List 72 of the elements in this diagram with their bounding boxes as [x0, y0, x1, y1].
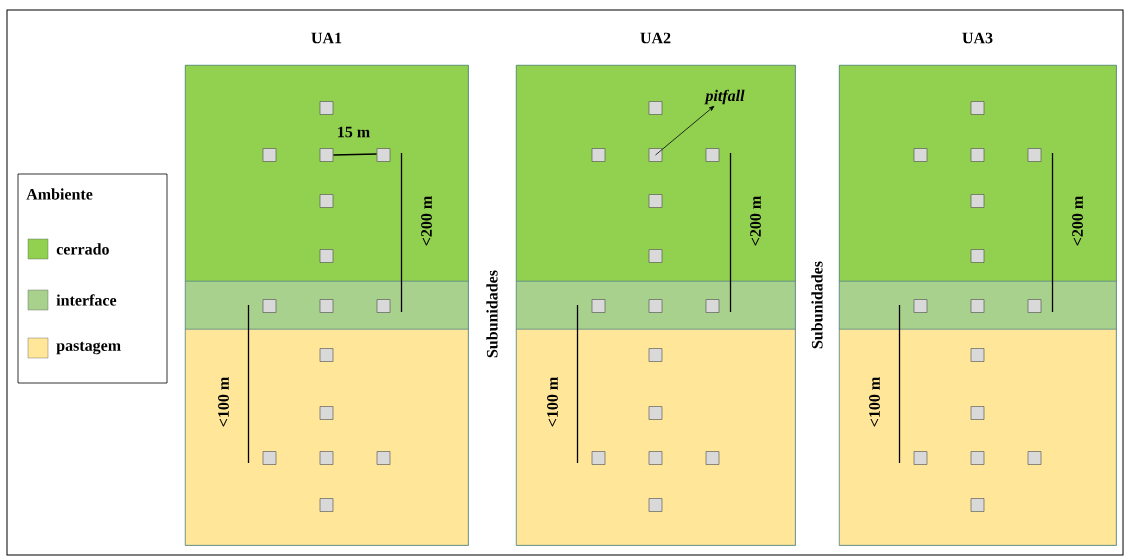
- pitfall-trap: [970, 451, 985, 465]
- pitfall-trap: [648, 299, 663, 313]
- pitfall-trap: [705, 451, 720, 465]
- axis-label: Subunidades: [486, 270, 498, 358]
- habitat-band: [516, 281, 796, 330]
- dimension-label: <200 m: [421, 196, 432, 246]
- pitfall-trap: [376, 148, 391, 162]
- legend-label: cerrado: [56, 243, 109, 255]
- pitfall-trap: [970, 148, 985, 162]
- pitfall-trap: [648, 348, 663, 362]
- habitat-band: [839, 65, 1117, 282]
- pitfall-trap: [1027, 148, 1042, 162]
- habitat-band: [185, 329, 469, 546]
- pitfall-trap: [319, 194, 334, 208]
- dimension-label: <200 m: [750, 196, 761, 246]
- pitfall-trap: [970, 406, 985, 420]
- dimension-label: <100 m: [218, 377, 229, 427]
- habitat-band: [839, 329, 1117, 546]
- habitat-band: [185, 65, 469, 282]
- habitat-band: [516, 65, 796, 282]
- pitfall-trap: [1027, 451, 1042, 465]
- habitat-band: [516, 329, 796, 546]
- pitfall-trap: [319, 249, 334, 263]
- panel-title: UA3: [962, 32, 993, 44]
- axis-label: Subunidades: [811, 261, 823, 349]
- leader-arrow: [655, 105, 715, 156]
- pitfall-trap: [648, 194, 663, 208]
- panel-title: UA1: [311, 32, 342, 44]
- pitfall-trap: [648, 101, 663, 115]
- pitfall-trap: [1027, 299, 1042, 313]
- pitfall-trap: [648, 406, 663, 420]
- pitfall-trap: [648, 148, 663, 162]
- dimension-label: <200 m: [1072, 196, 1083, 246]
- pitfall-trap: [648, 498, 663, 512]
- dimension-label: <100 m: [547, 377, 558, 427]
- pitfall-trap: [262, 299, 277, 313]
- legend-title: Ambiente: [26, 188, 93, 200]
- pitfall-trap: [262, 148, 277, 162]
- dimension-label: <100 m: [869, 377, 880, 427]
- pitfall-trap: [319, 451, 334, 465]
- pitfall-trap: [648, 451, 663, 465]
- pitfall-trap: [913, 451, 928, 465]
- pitfall-trap: [319, 348, 334, 362]
- pitfall-trap: [591, 451, 606, 465]
- pitfall-trap: [970, 498, 985, 512]
- panel-title: UA2: [640, 32, 671, 44]
- habitat-band: [185, 281, 469, 330]
- pitfall-trap: [319, 101, 334, 115]
- legend-label: pastagem: [56, 341, 121, 355]
- pitfall-trap: [705, 148, 720, 162]
- habitat-band: [839, 281, 1117, 330]
- pitfall-trap: [970, 249, 985, 263]
- legend-label: interface: [56, 294, 117, 306]
- pitfall-trap: [970, 101, 985, 115]
- pitfall-trap: [913, 299, 928, 313]
- pitfall-trap: [319, 406, 334, 420]
- pitfall-trap: [319, 498, 334, 512]
- pitfall-trap: [376, 299, 391, 313]
- pitfall-trap: [319, 299, 334, 313]
- pitfall-trap: [262, 451, 277, 465]
- pitfall-trap: [913, 148, 928, 162]
- pitfall-trap: [970, 299, 985, 313]
- callout-label: pitfall: [704, 89, 745, 105]
- dimension-label: 15 m: [338, 126, 370, 138]
- pitfall-trap: [376, 451, 391, 465]
- pitfall-trap: [648, 249, 663, 263]
- pitfall-trap: [970, 348, 985, 362]
- pitfall-trap: [705, 299, 720, 313]
- pitfall-trap: [970, 194, 985, 208]
- pitfall-trap: [591, 148, 606, 162]
- pitfall-trap: [319, 148, 334, 162]
- pitfall-trap: [591, 299, 606, 313]
